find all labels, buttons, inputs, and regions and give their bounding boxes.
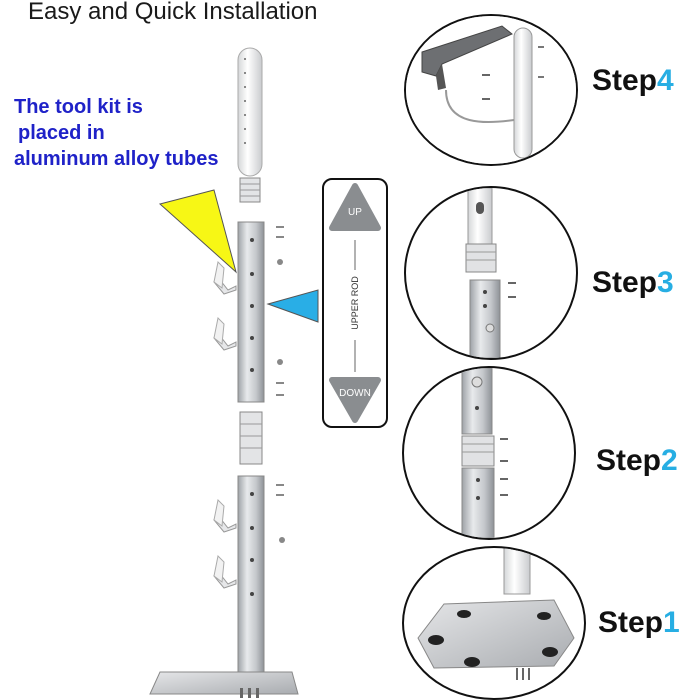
step-3-number: 3: [657, 266, 674, 299]
tool-kit-note-line-3: aluminum alloy tubes: [14, 148, 219, 170]
step-2-detail-circle: [402, 366, 576, 540]
step-4-word: Step: [592, 64, 658, 97]
exploded-stand-illustration: [149, 47, 319, 698]
step-1-word: Step: [598, 606, 664, 639]
step-3-label: Step3: [592, 266, 674, 300]
upper-aluminum-tube: [237, 221, 265, 403]
top-white-rod: [237, 47, 263, 177]
tool-kit-note-line-1: The tool kit is: [14, 96, 143, 118]
step-1-label: Step1: [598, 606, 680, 640]
step-4-number: 4: [657, 64, 674, 97]
yellow-pointer-triangle: [158, 189, 237, 274]
step-3-word: Step: [592, 266, 658, 299]
top-connector-insert: [239, 177, 261, 203]
middle-connector-insert: [239, 411, 263, 465]
down-arrow-icon: [329, 377, 381, 423]
step-4-detail-circle: [404, 14, 578, 166]
down-label: DOWN: [339, 388, 371, 399]
page-title: Easy and Quick Installation: [28, 0, 318, 25]
lower-aluminum-tube: [237, 475, 265, 689]
upper-rod-label: UPPER ROD: [350, 276, 360, 330]
step-4-label: Step4: [592, 64, 674, 98]
upper-screws: [276, 226, 284, 396]
up-arrow-icon: [329, 183, 381, 231]
step-2-number: 2: [661, 444, 678, 477]
step-2-word: Step: [596, 444, 662, 477]
tool-kit-note-line-2: placed in: [18, 122, 105, 144]
step-3-detail-circle: [404, 186, 578, 360]
step-2-label: Step2: [596, 444, 678, 478]
blue-pointer-triangle: [266, 289, 319, 323]
step-1-detail-circle: [402, 546, 586, 700]
tool-kit-note: The tool kit is placed in aluminum alloy…: [14, 94, 254, 172]
step-1-number: 1: [663, 606, 680, 639]
lower-screws: [276, 484, 285, 543]
upper-rod-label-card: UP UPPER ROD DOWN: [322, 178, 388, 428]
base-plate: [149, 671, 299, 698]
up-label: UP: [348, 207, 362, 218]
